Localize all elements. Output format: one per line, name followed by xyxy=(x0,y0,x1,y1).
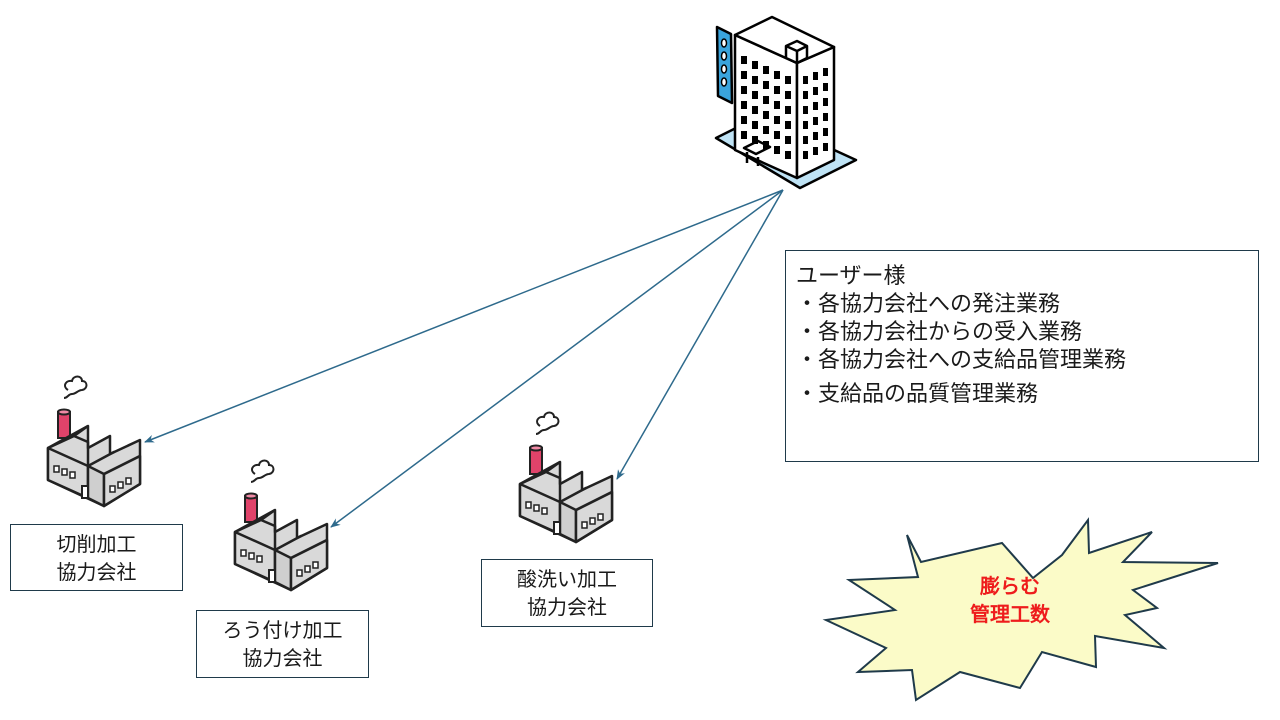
building-window xyxy=(752,61,758,69)
building-window xyxy=(803,76,808,84)
building-window xyxy=(823,113,828,121)
building-window xyxy=(763,141,769,149)
building-window xyxy=(803,106,808,114)
building-window xyxy=(741,71,747,79)
arrow-to-pickling-partner xyxy=(616,189,784,480)
burst-callout-text: 膨らむ 管理工数 xyxy=(920,572,1100,628)
partner-label-pickling: 酸洗い加工 協力会社 xyxy=(481,559,653,627)
partner-label-line1: ろう付け加工 xyxy=(222,618,343,642)
burst-line1: 膨らむ xyxy=(980,574,1040,598)
arrow-to-cutting-partner xyxy=(144,189,784,443)
building-window xyxy=(752,106,758,114)
building-window xyxy=(785,76,791,84)
building-window xyxy=(823,68,828,76)
user-tasks-box: ユーザー様 ・各協力会社への発注業務 ・各協力会社からの受入業務 ・各協力会社へ… xyxy=(785,250,1259,462)
building-window xyxy=(823,128,828,136)
building-window xyxy=(823,143,828,151)
building-window xyxy=(774,131,780,139)
partner-label-line2: 協力会社 xyxy=(242,646,323,670)
partner-label-line1: 切削加工 xyxy=(56,531,137,556)
user-tasks-title: ユーザー様 xyxy=(796,264,906,289)
building-window xyxy=(813,132,818,140)
arrow-to-brazing-partner xyxy=(330,189,784,528)
partner-label-line2: 協力会社 xyxy=(527,595,607,619)
burst-line2: 管理工数 xyxy=(970,602,1050,626)
user-task-item: ・各協力会社からの受入業務 xyxy=(796,320,1083,345)
user-task-item: ・支給品の品質管理業務 xyxy=(796,382,1039,407)
building-window xyxy=(823,83,828,91)
building-window xyxy=(741,86,747,94)
building-window xyxy=(813,102,818,110)
building-window xyxy=(774,116,780,124)
partner-label-line1: 酸洗い加工 xyxy=(517,567,617,591)
building-window xyxy=(774,101,780,109)
building-window xyxy=(785,91,791,99)
partner-label-brazing: ろう付け加工 協力会社 xyxy=(196,610,369,678)
user-task-item: ・各協力会社への支給品管理業務 xyxy=(796,348,1127,373)
building-window xyxy=(763,96,769,104)
building-window xyxy=(741,131,747,139)
building-window xyxy=(785,151,791,159)
building-window xyxy=(763,66,769,74)
building-window xyxy=(752,136,758,144)
building-window xyxy=(803,121,808,129)
partner-label-line2: 協力会社 xyxy=(56,559,137,584)
building-window xyxy=(785,136,791,144)
building-window xyxy=(752,121,758,129)
building-window xyxy=(741,101,747,109)
building-window xyxy=(813,147,818,155)
building-window xyxy=(813,117,818,125)
building-window xyxy=(763,81,769,89)
building-window xyxy=(813,72,818,80)
building-window xyxy=(785,121,791,129)
building-window xyxy=(741,116,747,124)
building-window xyxy=(774,86,780,94)
building-window xyxy=(803,91,808,99)
building-window xyxy=(763,126,769,134)
building-window xyxy=(803,151,808,159)
building-window xyxy=(774,146,780,154)
building-window xyxy=(813,87,818,95)
building-window xyxy=(752,76,758,84)
building-window xyxy=(741,56,747,64)
building-window xyxy=(752,91,758,99)
building-window xyxy=(774,71,780,79)
building-window xyxy=(823,98,828,106)
partner-label-cutting: 切削加工 協力会社 xyxy=(10,524,183,591)
user-task-item: ・各協力会社への発注業務 xyxy=(796,292,1061,317)
building-window xyxy=(803,136,808,144)
building-window xyxy=(763,111,769,119)
building-window xyxy=(785,106,791,114)
